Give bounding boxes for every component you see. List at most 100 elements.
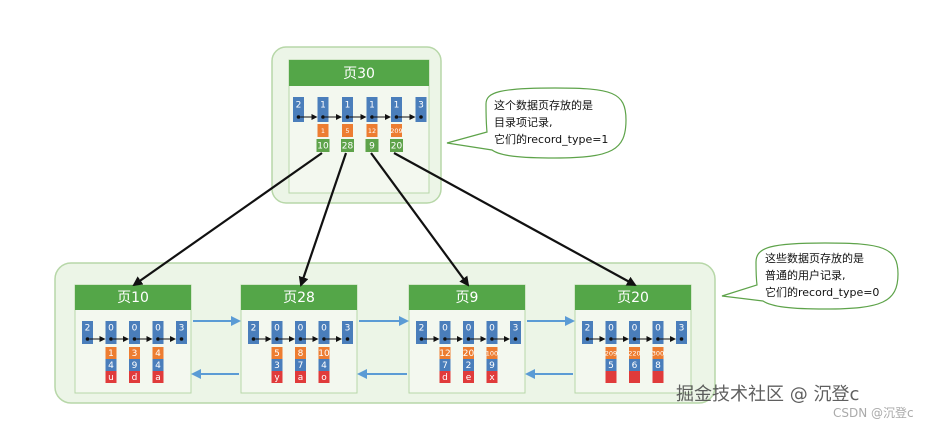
leaf-key-text: 1 <box>108 349 114 359</box>
leaf-header-cell-box <box>82 321 93 334</box>
leaf-col3-box <box>652 371 664 383</box>
leaf-header-cell-text: 3 <box>345 324 351 334</box>
leaf-col2-text: 4 <box>321 361 327 371</box>
root-page-no-box <box>390 139 403 152</box>
user-callout-line-3: 它们的record_type=0 <box>765 285 879 299</box>
root-page-no-box <box>341 139 354 152</box>
leaf-col3-box <box>486 371 498 383</box>
root-next-dot <box>345 115 350 119</box>
leaf-key-text: 3 <box>132 349 138 359</box>
root-header-cell-text: 1 <box>369 101 375 111</box>
leaf-next-dot <box>632 337 637 341</box>
leaf-header-cell-text: 0 <box>155 324 161 334</box>
leaf-col3-box <box>463 371 474 383</box>
leaf-key-text: 100 <box>486 350 498 358</box>
leaf-header-cell-text: 2 <box>585 324 591 334</box>
root-min-key-box <box>391 124 402 137</box>
leaf-key-box <box>486 347 498 359</box>
leaf-key-box <box>152 347 164 359</box>
leaf-header-cell-text: 3 <box>179 324 185 334</box>
directory-callout-line-2: 目录项记录, <box>494 116 553 129</box>
leaf-key-text: 12 <box>439 349 450 359</box>
child-pointer-arrow <box>370 152 470 287</box>
leaf-header-cell-box <box>342 321 353 334</box>
root-header-cell-box <box>415 97 427 112</box>
leaf-header-cell-text: 0 <box>108 324 114 334</box>
watermark-main: 掘金技术社区 @ 沉登c <box>676 384 859 405</box>
leaf-header-cell-box <box>271 321 283 334</box>
leaf-col3-box <box>295 371 306 383</box>
user-callout-line-2: 普通的用户记录, <box>765 268 846 282</box>
leaf-header-cell-box <box>510 321 521 334</box>
leaf-header-cell-box <box>248 321 259 334</box>
leaf-col2-box <box>463 359 474 371</box>
leaf-col2-text: 5 <box>608 361 614 371</box>
leaf-next-dot <box>345 337 350 341</box>
leaf-col2-box <box>295 359 306 371</box>
leaf-key-box <box>318 347 330 359</box>
leaf-col3-box <box>605 371 617 383</box>
root-header-cell-box <box>293 97 304 112</box>
leaf-col2-box <box>652 359 664 371</box>
leaf-col3-box <box>271 371 283 383</box>
leaf-col2-box <box>605 359 617 371</box>
leaf-header-cell-box <box>439 321 451 334</box>
leaf-col3-text: d <box>442 373 448 383</box>
root-page-no-box <box>316 139 330 152</box>
root-page-no-text: 9 <box>369 142 375 152</box>
leaf-header-cell-box <box>295 321 306 334</box>
leaf-next-dot <box>275 337 279 341</box>
leaf-header-cell-box <box>486 321 498 334</box>
leaf-key-box <box>129 347 140 359</box>
leaf-col3-text: e <box>466 373 472 383</box>
leaf-header-cell-text: 0 <box>321 324 327 334</box>
leaf-col2-box <box>486 359 498 371</box>
leaf-header-cell-box <box>582 321 593 334</box>
leaf-col3-text: u <box>108 373 114 383</box>
leaf-key-box <box>605 347 617 359</box>
leaf-key-box <box>295 347 306 359</box>
root-min-key-box <box>366 124 378 137</box>
leaf-col3-text: x <box>489 373 495 383</box>
leaf-next-dot <box>156 337 160 341</box>
leaf-col2-text: 7 <box>298 361 304 371</box>
leaf-page-title: 页10 <box>117 290 149 306</box>
leaf-header-cell-text: 0 <box>608 324 614 334</box>
leaf-next-dot <box>419 337 424 341</box>
leaf-header-cell-box <box>652 321 664 334</box>
leaf-col2-box <box>105 359 117 371</box>
user-callout-line-1: 这些数据页存放的是 <box>765 251 864 265</box>
leaf-key-text: 209 <box>605 350 617 358</box>
leaf-page-title: 页9 <box>456 290 479 306</box>
root-header-cell-box <box>391 97 402 112</box>
root-next-dot <box>370 115 374 119</box>
directory-callout-bubble <box>446 87 627 159</box>
root-page-title: 页30 <box>343 66 375 82</box>
root-header-cell-text: 1 <box>345 101 351 111</box>
root-page-no-text: 20 <box>391 142 403 152</box>
root-min-key-text: 5 <box>345 127 349 135</box>
leaf-header-cell-text: 0 <box>655 324 661 334</box>
leaf-header-cell-text: 0 <box>442 324 448 334</box>
watermark-sub: CSDN @沉登c <box>833 405 914 420</box>
leaf-col2-text: 6 <box>632 361 638 371</box>
user-callout: 这些数据页存放的是 普通的用户记录, 它们的record_type=0 <box>721 242 899 310</box>
leaf-header-cell-text: 0 <box>298 324 304 334</box>
leaf-col2-text: 8 <box>655 361 661 371</box>
directory-callout-line-1: 这个数据页存放的是 <box>494 98 593 112</box>
leaf-col2-text: 9 <box>489 361 495 371</box>
leaf-header-cell-box <box>152 321 164 334</box>
leaf-header-cell-box <box>129 321 140 334</box>
leaf-key-box <box>105 347 117 359</box>
leaf-header-cell-text: 0 <box>489 324 495 334</box>
leaf-col2-box <box>152 359 164 371</box>
leaf-next-dot <box>132 337 137 341</box>
leaf-col2-box <box>129 359 140 371</box>
leaf-page-header <box>575 285 691 310</box>
leaf-next-dot <box>513 337 518 341</box>
